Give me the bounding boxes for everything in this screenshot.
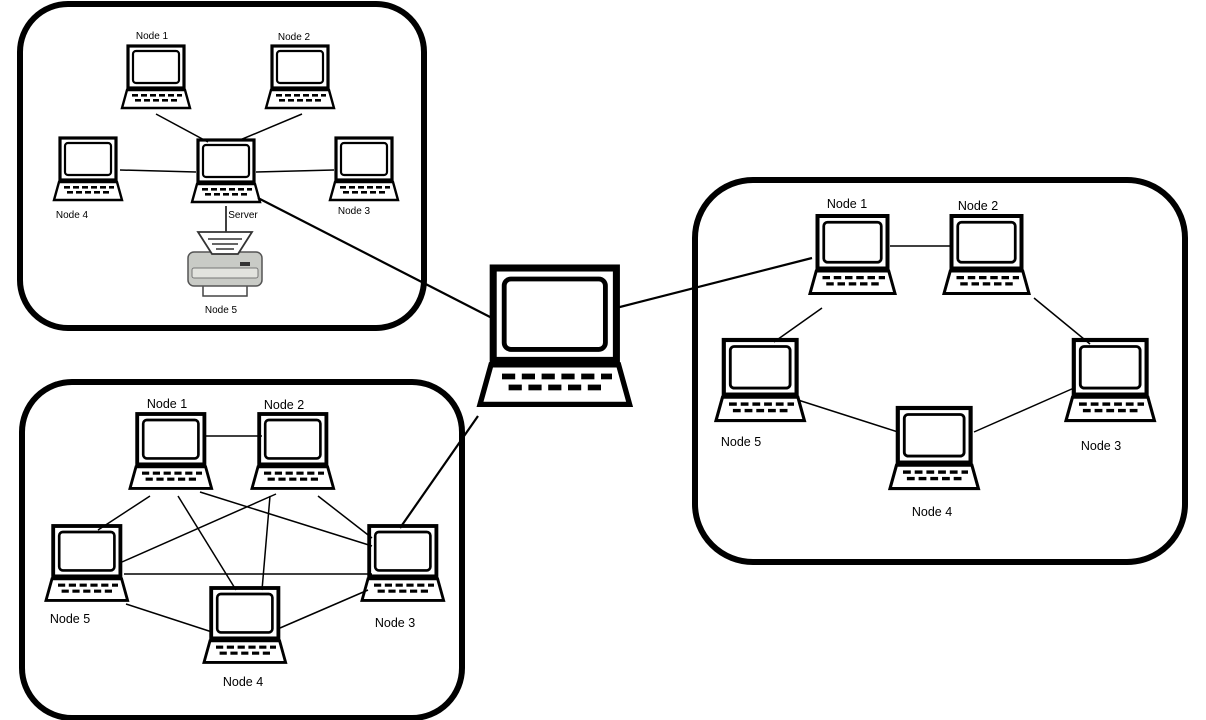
mesh-link: [121, 493, 277, 563]
mesh-node-4-label: Node 4: [223, 675, 263, 689]
ring-link: [1033, 297, 1091, 345]
ring-node-2-label: Node 2: [958, 199, 998, 213]
star-node-4-computer-icon[interactable]: [52, 136, 124, 202]
mesh-link: [177, 495, 237, 591]
ring-network: Node 1 Node 2 Node 5 Node 3 Node 4: [716, 197, 1154, 519]
mesh-link: [261, 495, 271, 591]
mesh-node-3-computer-icon[interactable]: [360, 524, 446, 603]
star-link: [119, 169, 197, 173]
mesh-network-frame: [19, 379, 465, 720]
mesh-node-4-computer-icon[interactable]: [202, 586, 288, 665]
central-computer-icon[interactable]: [480, 268, 630, 404]
ring-node-1-label: Node 1: [827, 197, 867, 211]
star-network-links: [119, 113, 335, 232]
star-server-label: Server: [228, 210, 258, 221]
star-network-frame: [17, 1, 427, 331]
ring-link: [973, 387, 1075, 433]
star-network: Node 1 Node 2 Node 4 Server Node 3 Node …: [52, 31, 400, 316]
ring-node-4-computer-icon[interactable]: [890, 408, 978, 489]
trunk-links: [257, 197, 813, 529]
mesh-link: [279, 589, 369, 629]
star-node-3-computer-icon[interactable]: [328, 136, 400, 202]
star-node-5-label: Node 5: [205, 305, 238, 316]
mesh-node-5-computer-icon[interactable]: [44, 524, 130, 603]
star-link: [155, 113, 209, 143]
mesh-node-2-computer-icon[interactable]: [250, 412, 336, 491]
star-node-2-label: Node 2: [278, 32, 311, 43]
mesh-node-2-label: Node 2: [264, 398, 304, 412]
ring-node-5-computer-icon[interactable]: [716, 340, 804, 421]
ring-node-1-computer-icon[interactable]: [808, 214, 897, 296]
mesh-link: [199, 491, 373, 547]
trunk-link-mesh: [399, 415, 479, 529]
star-node-3-label: Node 3: [338, 206, 371, 217]
ring-link: [773, 307, 823, 343]
ring-network-links: [773, 245, 1091, 433]
trunk-link-ring: [615, 256, 813, 310]
mesh-node-5-label: Node 5: [50, 612, 90, 626]
star-node-2-computer-icon[interactable]: [264, 44, 336, 110]
ring-link: [797, 399, 899, 433]
star-link: [239, 113, 303, 141]
ring-node-3-computer-icon[interactable]: [1066, 340, 1154, 421]
star-node-5-printer-icon[interactable]: [187, 231, 263, 297]
star-link: [255, 169, 335, 173]
ring-node-4-label: Node 4: [912, 505, 952, 519]
ring-node-2-computer-icon[interactable]: [942, 214, 1031, 296]
mesh-network: Node 1 Node 2 Node 5 Node 3 Node 4: [44, 397, 446, 689]
mesh-node-1-computer-icon[interactable]: [128, 412, 214, 491]
star-server-computer-icon[interactable]: [190, 138, 262, 204]
ring-node-3-label: Node 3: [1081, 439, 1121, 453]
trunk-link-star: [257, 197, 493, 319]
star-node-4-label: Node 4: [56, 210, 89, 221]
mesh-network-links: [97, 435, 373, 633]
mesh-link: [317, 495, 373, 539]
mesh-node-3-label: Node 3: [375, 616, 415, 630]
ring-network-frame: [692, 177, 1188, 565]
mesh-node-1-label: Node 1: [147, 397, 187, 411]
ring-node-5-label: Node 5: [721, 435, 761, 449]
mesh-link: [125, 603, 213, 633]
star-node-1-label: Node 1: [136, 31, 169, 42]
star-node-1-computer-icon[interactable]: [120, 44, 192, 110]
